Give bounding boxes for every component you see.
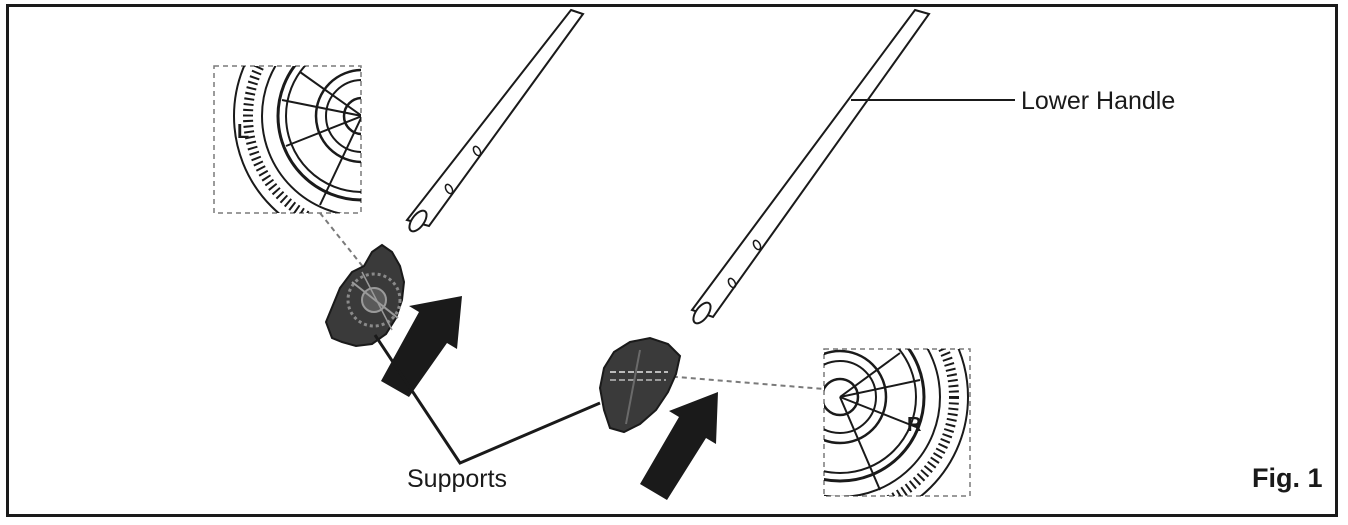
supports-label: Supports xyxy=(407,465,508,493)
left-inset-connector xyxy=(319,212,373,279)
left-inset-detail: L xyxy=(213,65,362,214)
lower-handle-label: Lower Handle xyxy=(1021,87,1176,115)
left-handle-tube xyxy=(405,8,585,233)
right-direction-arrow xyxy=(640,392,718,500)
right-inset-detail: R xyxy=(823,348,971,497)
right-inset-mark: R xyxy=(907,414,922,436)
left-support-part xyxy=(324,243,406,348)
left-inset-mark: L xyxy=(237,121,249,143)
figure-label: Fig. 1 xyxy=(1252,463,1323,493)
left-direction-arrow xyxy=(381,296,462,397)
right-inset-connector xyxy=(627,372,825,390)
lower-handle-tube xyxy=(690,8,931,325)
right-support-part xyxy=(598,336,682,434)
supports-leader-line xyxy=(373,334,601,465)
